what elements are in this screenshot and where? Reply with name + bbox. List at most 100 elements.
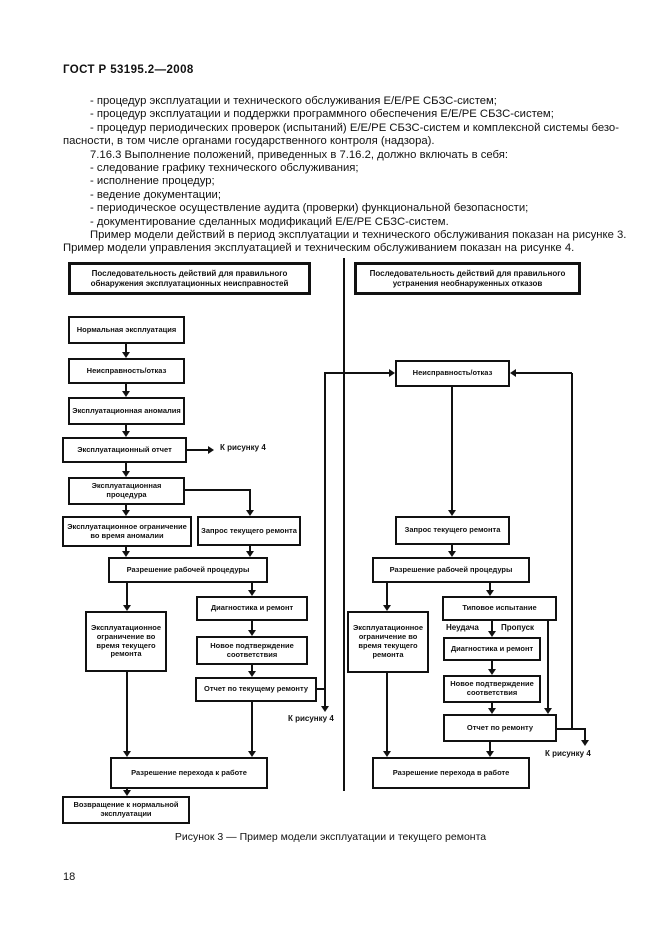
- node-operational-anomaly: Эксплуатационная аномалия: [68, 397, 185, 425]
- node-return-normal: Возвращение к нормальной эксплуатации: [62, 796, 190, 824]
- arrow-right-icon: [389, 369, 395, 377]
- arrow-down-icon: [448, 510, 456, 516]
- arrow-right-icon: [208, 446, 214, 454]
- paragraph-line: - процедур эксплуатации и поддержки прог…: [90, 108, 554, 121]
- flow-line: [125, 384, 127, 392]
- node-diagnostics-left: Диагностика и ремонт: [196, 596, 308, 621]
- flow-line: [451, 387, 453, 510]
- node-repair-request-left: Запрос текущего ремонта: [197, 516, 301, 546]
- flow-line: [571, 373, 573, 729]
- node-normal-operation: Нормальная эксплуатация: [68, 316, 185, 344]
- paragraph-line: Пример модели управления эксплуатацией и…: [63, 242, 575, 255]
- arrow-down-icon: [488, 669, 496, 675]
- node-type-test: Типовое испытание: [442, 596, 557, 621]
- left-flow-title: Последовательность действий для правильн…: [68, 262, 311, 295]
- column-divider-line: [343, 258, 345, 791]
- flow-line: [126, 672, 128, 751]
- flow-line: [125, 463, 127, 472]
- flow-line: [451, 545, 453, 552]
- to-figure4-label: К рисунку 4: [220, 443, 266, 452]
- arrow-down-icon: [248, 671, 256, 677]
- node-fault-failure-right: Неисправность/отказ: [395, 360, 510, 387]
- flow-line: [251, 621, 253, 630]
- flow-line: [491, 621, 493, 632]
- arrow-down-icon: [486, 590, 494, 596]
- right-flow-title: Последовательность действий для правильн…: [354, 262, 581, 295]
- flow-line: [324, 372, 389, 374]
- document-number: ГОСТ Р 53195.2—2008: [63, 64, 194, 76]
- arrow-down-icon: [122, 510, 130, 516]
- flow-line: [557, 728, 586, 730]
- arrow-down-icon: [544, 708, 552, 714]
- flow-line: [516, 372, 572, 374]
- pass-label: Пропуск: [501, 623, 535, 632]
- node-repair-report-right: Отчет по ремонту: [443, 714, 557, 742]
- arrow-down-icon: [448, 551, 456, 557]
- node-work-permit-left: Разрешение рабочей процедуры: [108, 557, 268, 583]
- arrow-down-icon: [122, 431, 130, 437]
- flow-line: [251, 702, 253, 751]
- flow-line: [386, 673, 388, 751]
- paragraph-line: - исполнение процедур;: [90, 175, 215, 188]
- paragraph-line: 7.16.3 Выполнение положений, приведенных…: [90, 148, 509, 161]
- paragraph-line: - процедур периодических проверок (испыт…: [90, 121, 619, 134]
- node-constraint-anomaly: Эксплуатационное ограничение во время ан…: [62, 516, 192, 547]
- arrow-down-icon: [122, 551, 130, 557]
- flow-line: [386, 583, 388, 606]
- arrow-down-icon: [246, 551, 254, 557]
- arrow-down-icon: [488, 708, 496, 714]
- arrow-down-icon: [321, 706, 329, 712]
- to-figure4-label: К рисунку 4: [545, 749, 591, 758]
- paragraph-line: - периодическое осуществление аудита (пр…: [90, 202, 529, 215]
- node-operational-report: Эксплуатационный отчет: [62, 437, 187, 463]
- flow-line: [584, 730, 586, 740]
- flow-line: [489, 742, 491, 752]
- flow-line: [185, 489, 251, 491]
- node-transition-permit-right: Разрешение перехода в работе: [372, 757, 530, 789]
- arrow-left-icon: [510, 369, 516, 377]
- node-revalidation-right: Новое подтверждение соответствия: [443, 675, 541, 703]
- arrow-down-icon: [246, 510, 254, 516]
- node-repair-report-left: Отчет по текущему ремонту: [195, 677, 317, 702]
- flow-line: [125, 505, 127, 511]
- paragraph-line: Пример модели действий в период эксплуат…: [90, 229, 627, 242]
- node-transition-permit-left: Разрешение перехода к работе: [110, 757, 268, 789]
- flow-line: [251, 665, 253, 672]
- arrow-down-icon: [486, 751, 494, 757]
- page-number: 18: [63, 871, 76, 883]
- flow-line: [249, 546, 251, 552]
- arrow-down-icon: [488, 631, 496, 637]
- node-operational-procedure: Эксплуатационная процедура: [68, 477, 185, 505]
- node-revalidation-left: Новое подтверждение соответствия: [196, 636, 308, 665]
- paragraph-line: пасности, в том числе органами государст…: [63, 135, 435, 148]
- arrow-down-icon: [581, 740, 589, 746]
- arrow-down-icon: [122, 471, 130, 477]
- flow-line: [489, 583, 491, 591]
- figure-caption: Рисунок 3 — Пример модели эксплуатации и…: [174, 831, 487, 843]
- arrow-down-icon: [383, 605, 391, 611]
- to-figure4-label: К рисунку 4: [288, 714, 334, 723]
- arrow-down-icon: [248, 590, 256, 596]
- arrow-down-icon: [383, 751, 391, 757]
- node-repair-request-right: Запрос текущего ремонта: [395, 516, 510, 545]
- arrow-down-icon: [248, 751, 256, 757]
- paragraph-line: - следование графику технического обслуж…: [90, 162, 359, 175]
- node-constraint-repair-left: Эксплуатационное ограничение во время те…: [85, 611, 167, 672]
- flow-line: [126, 583, 128, 605]
- node-fault-failure-left: Неисправность/отказ: [68, 358, 185, 384]
- arrow-down-icon: [122, 391, 130, 397]
- paragraph-line: - ведение документации;: [90, 188, 221, 201]
- flow-line: [317, 688, 325, 690]
- node-work-permit-right: Разрешение рабочей процедуры: [372, 557, 530, 583]
- node-diagnostics-right: Диагностика и ремонт: [443, 637, 541, 661]
- paragraph-line: - процедур эксплуатации и технического о…: [90, 95, 497, 107]
- arrow-down-icon: [123, 605, 131, 611]
- arrow-down-icon: [122, 352, 130, 358]
- flow-line: [125, 425, 127, 432]
- flow-line: [125, 344, 127, 353]
- flow-line: [491, 703, 493, 709]
- paragraph-line: - документирование сделанных модификаций…: [90, 215, 449, 228]
- arrow-down-icon: [123, 790, 131, 796]
